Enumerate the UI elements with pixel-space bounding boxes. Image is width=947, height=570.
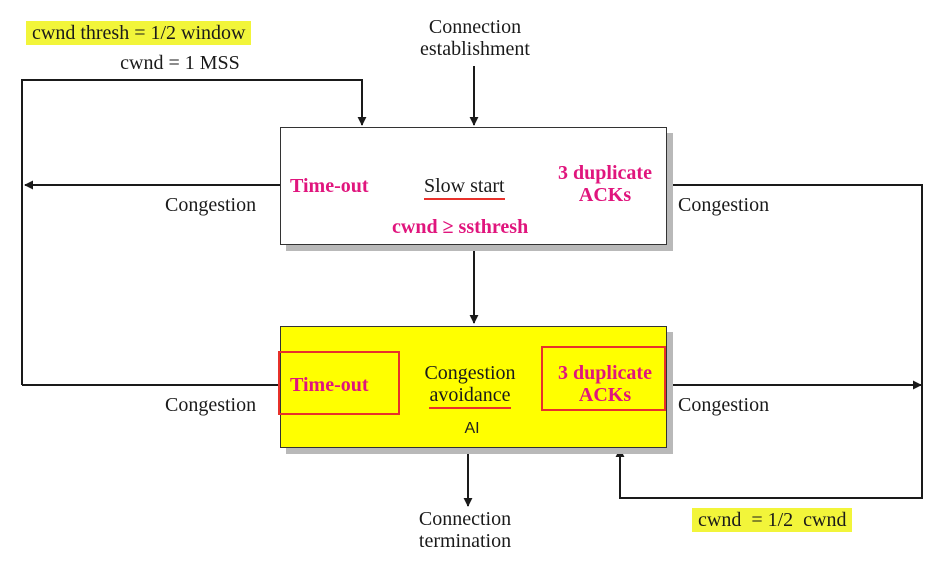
congestion-label-right-bottom: Congestion	[678, 394, 770, 416]
threshold-note-cwnd: cwnd	[32, 22, 76, 44]
slow-start-state	[280, 127, 667, 245]
congestion-avoidance-timeout: Time-out	[290, 374, 369, 396]
slow-start-label-text: Slow start	[424, 175, 505, 200]
threshold-note-rest: thresh = 1/2 window	[80, 22, 246, 44]
slow-start-timeout: Time-out	[290, 175, 369, 197]
timeout-highlight-frame	[278, 351, 400, 415]
connection-establishment-label: Connection establishment	[380, 16, 570, 60]
connection-termination-label: Connection termination	[370, 508, 560, 552]
congestion-avoidance-dup-acks-line-2: ACKs	[578, 384, 632, 406]
congestion-label-left-bottom: Congestion	[165, 394, 257, 416]
slow-start-dup-acks: 3 duplicate ACKs	[545, 162, 665, 206]
slow-start-label: Slow start	[424, 175, 505, 200]
arrow-left-loop	[21, 79, 367, 385]
congestion-avoidance-label: Congestion avoidance	[405, 362, 535, 409]
connection-termination-line-2: termination	[418, 530, 512, 552]
congestion-avoidance-line-2: avoidance	[429, 384, 511, 409]
threshold-note: cwnd thresh = 1/2 window	[26, 21, 252, 45]
congestion-avoidance-dup-acks: 3 duplicate ACKs	[545, 362, 665, 406]
slow-start-dup-acks-line-2: ACKs	[578, 184, 632, 206]
transition-condition: cwnd ≥ ssthresh	[392, 216, 529, 238]
slow-start-dup-acks-line-1: 3 duplicate	[558, 162, 652, 184]
congestion-avoidance-dup-acks-line-1: 3 duplicate	[558, 362, 652, 384]
dup-acks-highlight-frame	[541, 346, 666, 411]
connection-establishment-line-2: establishment	[420, 38, 530, 60]
ai-label: AI	[464, 420, 480, 437]
congestion-label-left-top: Congestion	[165, 194, 257, 216]
connection-termination-line-1: Connection	[418, 508, 512, 530]
arrow-right-loop	[615, 184, 923, 499]
reset-note: cwnd = 1 MSS	[120, 52, 240, 74]
congestion-avoidance-line-1: Congestion	[424, 362, 516, 384]
half-cwnd-note: cwnd = 1/2 cwnd	[692, 508, 853, 532]
connection-establishment-line-1: Connection	[428, 16, 522, 38]
congestion-label-right-top: Congestion	[678, 194, 770, 216]
half-cwnd-note-text: cwnd = 1/2 cwnd	[692, 508, 853, 532]
